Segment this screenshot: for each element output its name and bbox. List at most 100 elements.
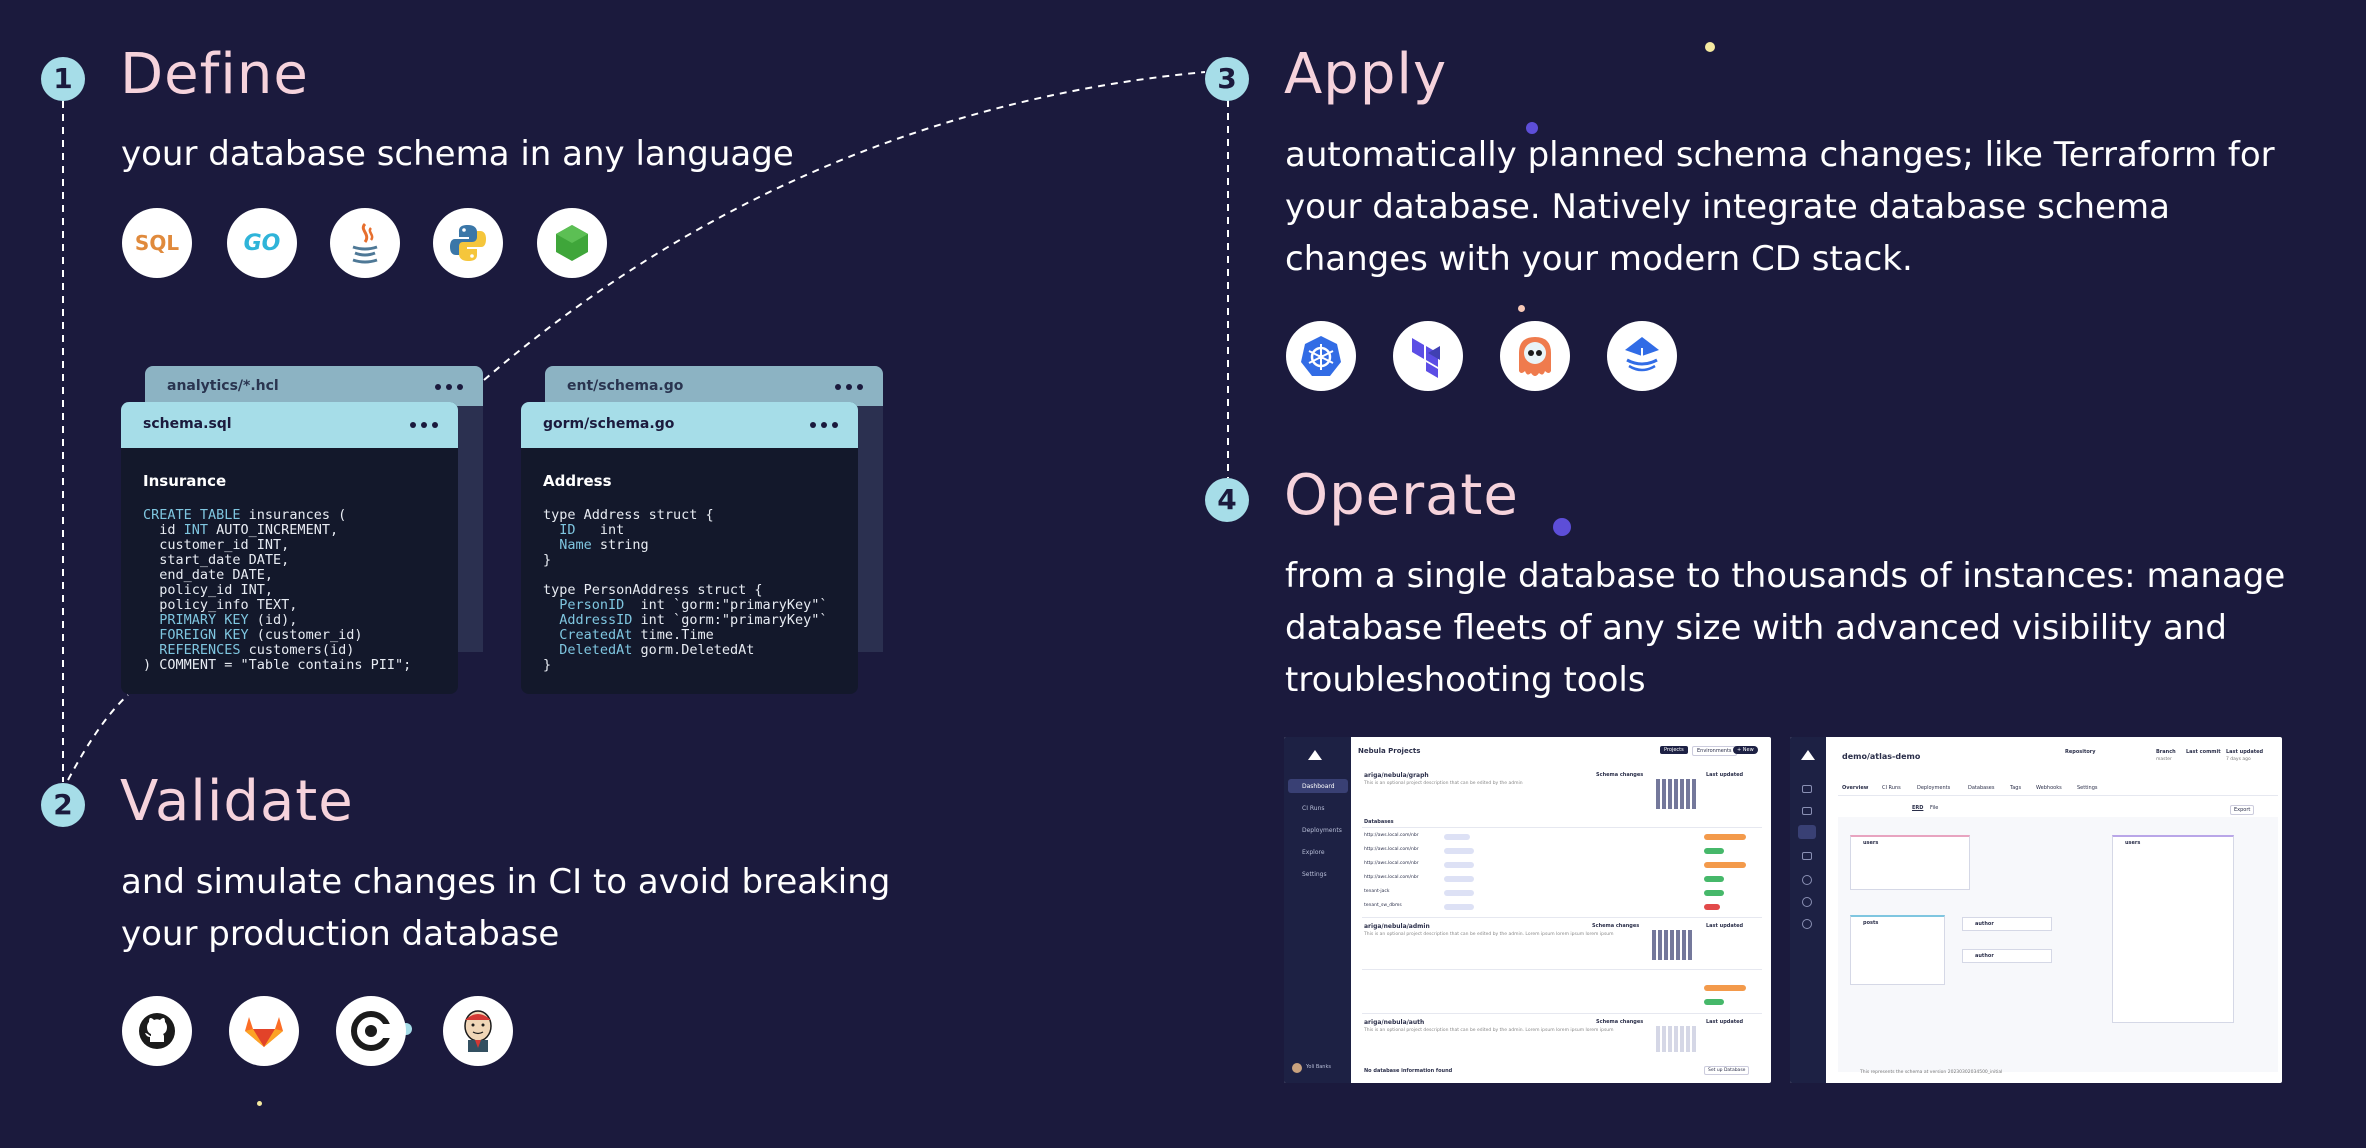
step-desc-validate-line: your production database (121, 914, 560, 954)
nav-icon[interactable] (1802, 897, 1812, 907)
status-badge (1704, 848, 1724, 854)
subtab-erd[interactable]: ERD (1912, 805, 1924, 811)
db-url[interactable]: http://aws.local.com/nbr (1364, 861, 1419, 866)
card-back-hcl-menu-icon[interactable] (435, 384, 463, 390)
nav-settings[interactable]: Settings (1302, 871, 1327, 878)
subtab-file[interactable]: File (1930, 805, 1939, 811)
project-desc: This is an optional project description … (1364, 781, 1523, 786)
erd-table-posts[interactable]: posts (1850, 915, 1945, 985)
code-keyword: PersonID (559, 597, 625, 613)
branch-value: master (2156, 757, 2172, 762)
decor-dot (257, 1101, 262, 1106)
sql-logo-text: SQL (134, 231, 180, 255)
step-title-define: Define (120, 42, 309, 107)
last-updated-label: Last updated (2226, 749, 2264, 755)
erd-table-users[interactable]: users (1850, 835, 1970, 890)
nav-icon[interactable] (1802, 919, 1812, 929)
project-desc: This is an optional project description … (1364, 1028, 1614, 1033)
status-badge (1704, 876, 1724, 882)
nav-icon[interactable] (1802, 852, 1812, 860)
schema-changes-label: Schema changes (1596, 1019, 1644, 1025)
nav-icon[interactable] (1802, 875, 1812, 885)
new-project-button[interactable]: + New (1733, 746, 1758, 754)
nav-ci-runs[interactable]: CI Runs (1302, 805, 1325, 812)
connector-card-2 (67, 694, 129, 781)
step-desc-define: your database schema in any language (121, 134, 794, 174)
db-url[interactable]: http://aws.local.com/nbr (1364, 833, 1419, 838)
tab-deployments[interactable]: Deployments (1917, 785, 1951, 791)
step-desc-apply-line: your database. Natively integrate databa… (1285, 187, 2170, 227)
go-code-block: type Address struct { ID int Name string… (543, 508, 828, 673)
app-logo-icon (1799, 747, 1817, 761)
db-url[interactable]: tenant-jack (1364, 889, 1390, 894)
sql-code-line: id INT AUTO_INCREMENT, (143, 522, 339, 538)
erd-table-users-detail[interactable]: users (2112, 835, 2234, 1023)
nav-icon[interactable] (1802, 785, 1812, 793)
code-card-go-header: gorm/schema.go (521, 402, 858, 448)
erd-table-name: author (1975, 921, 1994, 927)
project-name[interactable]: ariga/nebula/graph (1364, 772, 1429, 779)
code-keyword: AddressID (559, 612, 633, 628)
last-updated-label: Last updated (1706, 1019, 1744, 1025)
sql-code-block: CREATE TABLE insurances ( id INT AUTO_IN… (143, 508, 411, 673)
tab-ci-runs[interactable]: CI Runs (1882, 785, 1901, 791)
code-card-sql-menu-icon[interactable] (410, 422, 438, 428)
schema-changes-heatmap (1656, 1026, 1696, 1052)
code-card-go-menu-icon[interactable] (810, 422, 838, 428)
db-url[interactable]: tenant_sw_dbms (1364, 903, 1402, 908)
code-keyword: PRIMARY KEY (159, 612, 249, 628)
erd-table-author[interactable]: author (1962, 949, 2052, 963)
projects-button[interactable]: Projects (1660, 746, 1688, 754)
db-url[interactable]: http://aws.local.com/nbr (1364, 875, 1419, 880)
tab-databases[interactable]: Databases (1968, 785, 1995, 791)
go-code-line (543, 568, 828, 583)
set-up-database-button[interactable]: Set up Database (1704, 1066, 1750, 1075)
kubernetes-logo-icon (1286, 321, 1356, 391)
go-code-line: PersonID int `gorm:"primaryKey"` (559, 597, 828, 613)
user-avatar[interactable] (1292, 1063, 1302, 1073)
last-updated-value: 7 days ago (2226, 757, 2251, 762)
screenshot2-title: demo/atlas-demo (1842, 752, 1921, 761)
card-back-hcl-label: analytics/*.hcl (167, 378, 279, 394)
tab-settings[interactable]: Settings (2077, 785, 2098, 791)
code-card-go-filename: gorm/schema.go (543, 416, 675, 432)
last-updated-label: Last updated (1706, 772, 1744, 778)
sql-code-line: CREATE TABLE insurances ( (143, 507, 347, 523)
db-url[interactable]: http://aws.local.com/nbr (1364, 847, 1419, 852)
project-name[interactable]: ariga/nebula/admin (1364, 923, 1430, 930)
nav-dashboard[interactable]: Dashboard (1302, 783, 1335, 790)
nav-icon-active[interactable] (1798, 825, 1816, 839)
status-badge (1704, 890, 1724, 896)
sql-code-line: ) COMMENT = "Table contains PII"; (143, 657, 412, 673)
status-badge (1704, 904, 1720, 910)
environments-button[interactable]: Environments (1692, 746, 1737, 756)
erd-table-name: users (2125, 840, 2141, 846)
env-badge (1444, 890, 1474, 896)
go-logo-icon: GO (227, 208, 297, 278)
tab-tags[interactable]: Tags (2010, 785, 2022, 791)
go-code-line: type PersonAddress struct { (543, 582, 763, 598)
card-back-go-label: ent/schema.go (567, 378, 684, 394)
export-button[interactable]: Export (2230, 805, 2255, 815)
tab-overview[interactable]: Overview (1842, 785, 1869, 791)
gitlab-logo-icon (229, 996, 299, 1066)
erd-table-author[interactable]: author (1962, 917, 2052, 931)
sql-code-line: FOREIGN KEY (customer_id) (159, 627, 363, 643)
branch-label: Branch (2156, 749, 2176, 755)
project-name[interactable]: ariga/nebula/auth (1364, 1019, 1425, 1026)
connector-card-3 (483, 71, 1206, 381)
nav-icon[interactable] (1802, 807, 1812, 815)
go-code-line: Name string (559, 537, 649, 553)
sidebar-active-bg (1288, 779, 1348, 793)
card-back-go-menu-icon[interactable] (835, 384, 863, 390)
nav-deployments[interactable]: Deployments (1302, 827, 1342, 834)
code-card-go-title: Address (543, 472, 612, 490)
code-card-go: gorm/schema.go Address type Address stru… (521, 402, 858, 694)
last-commit-label: Last commit (2186, 749, 2221, 755)
step-desc-operate: from a single database to thousands of i… (1285, 550, 2285, 706)
java-logo-icon (330, 208, 400, 278)
tab-webhooks[interactable]: Webhooks (2036, 785, 2062, 791)
schema-changes-label: Schema changes (1596, 772, 1644, 778)
nav-explore[interactable]: Explore (1302, 849, 1325, 856)
go-code-line: AddressID int `gorm:"primaryKey"` (559, 612, 828, 628)
